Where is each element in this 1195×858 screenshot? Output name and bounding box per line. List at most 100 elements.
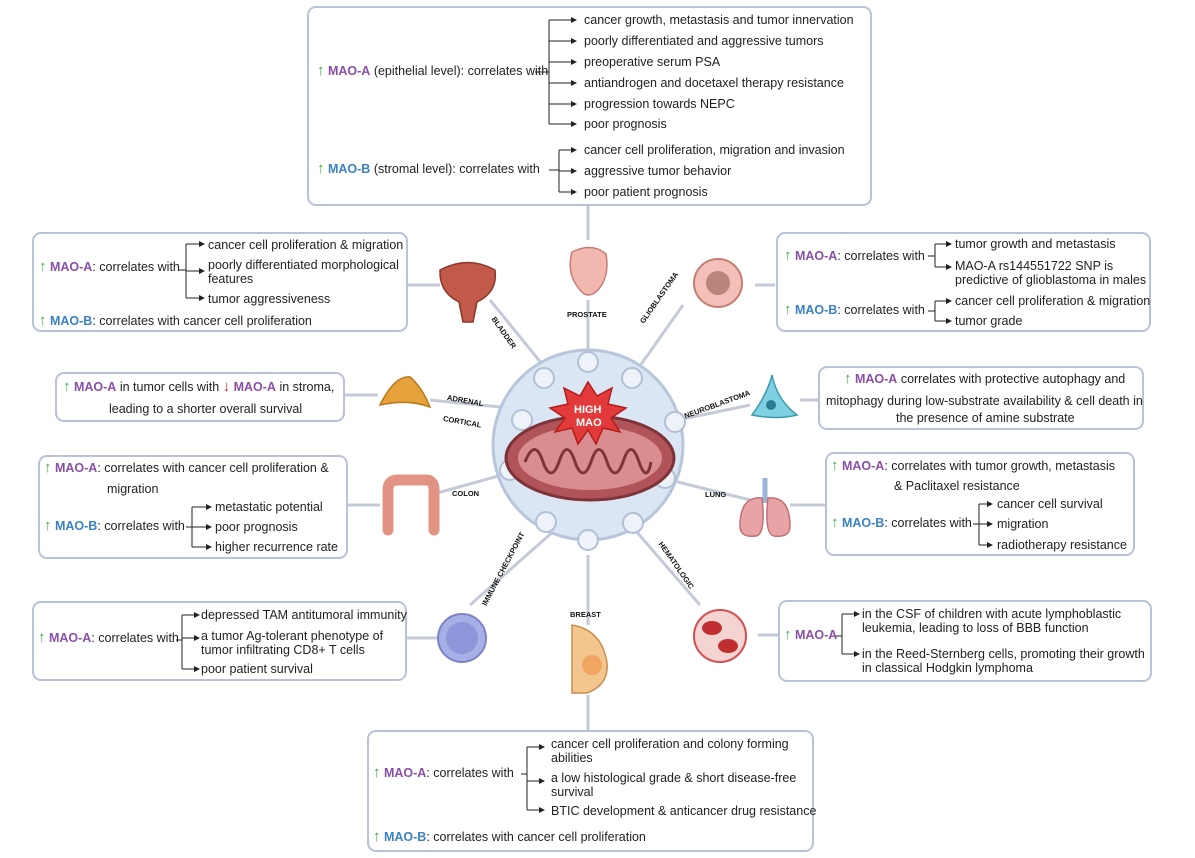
breast-a-item: BTIC development & anticancer drug resis…: [551, 804, 817, 818]
neuroblastoma-text1: correlates with protective autophagy and: [897, 372, 1126, 386]
mao-b-label: MAO-B: [841, 516, 885, 530]
prostate-mao-b-row: ↑ MAO-B (stromal level): correlates with: [317, 160, 540, 177]
mao-a-label: MAO-A: [794, 628, 838, 642]
hematologic-box: ↑ MAO-A in the CSF of children with acut…: [778, 600, 1152, 682]
breast-icon: [571, 624, 608, 694]
adrenal-line1: ↑ MAO-A in tumor cells with ↓ MAO-A in s…: [63, 378, 335, 395]
glioblastoma-icon: [693, 258, 743, 308]
prostate-b-item: poor patient prognosis: [584, 185, 708, 199]
down-arrow-icon: ↓: [222, 378, 231, 395]
prostate-a-item: preoperative serum PSA: [584, 55, 721, 69]
bracket-lines: [176, 612, 200, 672]
mao-b-label: MAO-B: [383, 830, 427, 844]
colon-a-line2: migration: [107, 482, 159, 496]
prostate-a-text: (epithelial level): correlates with: [370, 64, 549, 78]
bracket-lines: [928, 241, 952, 324]
bladder-box: ↑ MAO-A : correlates with cancer cell pro…: [32, 232, 408, 332]
organ-label-colon: COLON: [452, 489, 480, 498]
breast-a-text: : correlates with: [426, 766, 514, 780]
up-arrow-icon: ↑: [784, 247, 792, 264]
adrenal-text1: in tumor cells with: [116, 380, 223, 394]
up-arrow-icon: ↑: [831, 457, 839, 474]
neuroblastoma-box: ↑ MAO-A correlates with protective autop…: [818, 366, 1144, 430]
bladder-mao-a-row: ↑ MAO-A: correlates with: [39, 258, 180, 275]
organ-label-breast: BREAST: [570, 610, 601, 619]
mao-a-label: MAO-A: [233, 380, 276, 394]
mao-a-label: MAO-A: [383, 766, 427, 780]
colon-a-text: : correlates with cancer cell proliferat…: [97, 461, 329, 475]
breast-a-item: cancer cell proliferation and colony for…: [551, 737, 789, 765]
up-arrow-icon: ↑: [44, 459, 52, 476]
breast-a-item: a low histological grade & short disease…: [551, 771, 797, 799]
up-arrow-icon: ↑: [373, 828, 381, 845]
up-arrow-icon: ↑: [373, 764, 381, 781]
up-arrow-icon: ↑: [784, 626, 792, 643]
mao-a-label: MAO-A: [73, 380, 117, 394]
bladder-a-item: poorly differentiated morphological feat…: [208, 258, 399, 286]
bladder-icon: [439, 261, 497, 323]
breast-mao-a-row: ↑ MAO-A: correlates with: [373, 764, 514, 781]
bladder-a-item: tumor aggressiveness: [208, 292, 331, 306]
lung-b-text: : correlates with: [884, 516, 972, 530]
glioblastoma-a-item: MAO-A rs144551722 SNP is predictive of g…: [955, 259, 1147, 287]
lung-mao-b-row: ↑ MAO-B: correlates with: [831, 515, 972, 530]
organ-label-lung: LUNG: [705, 490, 727, 499]
adrenal-text2: in stroma,: [275, 380, 335, 394]
mao-a-label: MAO-A: [48, 631, 92, 645]
lung-mao-a-row: ↑ MAO-A: correlates with tumor growth, m…: [831, 457, 1115, 474]
up-arrow-icon: ↑: [63, 378, 71, 395]
immune-box: ↑ MAO-A: correlates with depressed TAM a…: [32, 601, 407, 681]
prostate-a-item: poorly differentiated and aggressive tum…: [584, 34, 824, 48]
blood-cell-icon: [693, 609, 747, 663]
mao-a-label: MAO-A: [327, 64, 371, 78]
bracket-lines: [973, 501, 993, 548]
mao-a-label: MAO-A: [49, 260, 93, 274]
immune-a-item: depressed TAM antitumoral immunity: [201, 608, 407, 622]
neuroblastoma-icon: [750, 374, 799, 419]
mao-a-label: MAO-A: [54, 461, 98, 475]
prostate-b-text: (stromal level): correlates with: [370, 162, 540, 176]
lung-b-item: cancer cell survival: [997, 497, 1103, 511]
mao-b-label: MAO-B: [49, 314, 93, 328]
prostate-a-item: progression towards NEPC: [584, 97, 735, 111]
mao-b-label: MAO-B: [794, 303, 838, 317]
up-arrow-icon: ↑: [317, 160, 325, 177]
glioblastoma-mao-a-row: ↑ MAO-A: correlates with: [784, 247, 925, 264]
bladder-b-text: : correlates with cancer cell proliferat…: [92, 314, 312, 328]
neuroblastoma-line1: ↑ MAO-A correlates with protective autop…: [844, 371, 1126, 386]
prostate-box: ↑ MAO-A (epithelial level): correlates w…: [307, 6, 872, 206]
lung-icon: [739, 478, 791, 538]
neuroblastoma-line2: mitophagy during low-substrate availabil…: [826, 394, 1143, 408]
immune-a-text: : correlates with: [91, 631, 179, 645]
hematologic-item: in the CSF of children with acute lympho…: [862, 607, 1122, 635]
up-arrow-icon: ↑: [44, 517, 52, 534]
organ-label-prostate: PROSTATE: [567, 310, 607, 319]
colon-mao-b-row: ↑ MAO-B: correlates with: [44, 517, 185, 534]
prostate-icon: [569, 246, 608, 296]
center-label-mao: MAO: [576, 417, 602, 429]
up-arrow-icon: ↑: [39, 258, 47, 275]
glioblastoma-a-text: : correlates with: [837, 249, 925, 263]
adrenal-line2: leading to a shorter overall survival: [109, 402, 303, 416]
hematologic-mao-a-row: ↑ MAO-A: [784, 626, 838, 643]
bracket-lines: [836, 611, 860, 657]
up-arrow-icon: ↑: [784, 301, 792, 318]
colon-mao-a-row: ↑ MAO-A: correlates with cancer cell pro…: [44, 459, 329, 476]
bladder-mao-b-row: ↑ MAO-B: correlates with cancer cell pro…: [39, 312, 312, 329]
bracket-lines: [535, 17, 577, 195]
glioblastoma-b-text: : correlates with: [837, 303, 925, 317]
glioblastoma-b-item: cancer cell proliferation & migration: [955, 294, 1151, 308]
colon-box: ↑ MAO-A: correlates with cancer cell pro…: [38, 455, 348, 559]
breast-mao-b-row: ↑ MAO-B: correlates with cancer cell pro…: [373, 828, 646, 845]
up-arrow-icon: ↑: [39, 312, 47, 329]
prostate-mao-a-row: ↑ MAO-A (epithelial level): correlates w…: [317, 63, 549, 78]
neuroblastoma-line3: the presence of amine substrate: [896, 411, 1075, 425]
up-arrow-icon: ↑: [38, 629, 46, 646]
lung-box: ↑ MAO-A: correlates with tumor growth, m…: [825, 452, 1135, 556]
hematologic-item: in the Reed-Sternberg cells, promoting t…: [862, 647, 1145, 675]
mao-a-label: MAO-A: [794, 249, 838, 263]
colon-b-item: poor prognosis: [215, 520, 298, 534]
lung-b-item: radiotherapy resistance: [997, 538, 1127, 552]
lung-b-item: migration: [997, 517, 1049, 531]
